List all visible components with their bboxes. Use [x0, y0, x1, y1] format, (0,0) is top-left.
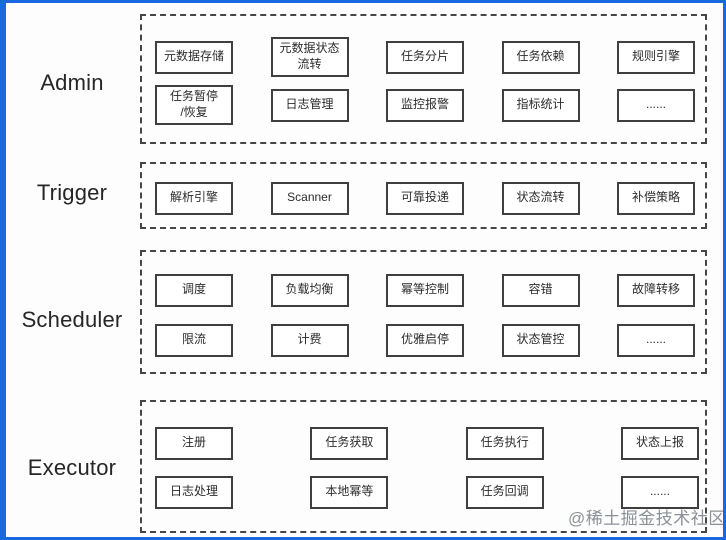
layer-label-trigger: Trigger [36, 180, 108, 205]
module-box: 调度 [155, 273, 233, 307]
module-box: 任务暂停 /恢复 [155, 85, 233, 125]
module-box: 任务执行 [465, 426, 544, 460]
module-box: 指标统计 [501, 88, 580, 122]
admin-row-1: 元数据存储 元数据状态 流转 任务分片 任务依赖 规则引擎 [155, 37, 695, 77]
module-box: 补偿策略 [617, 181, 695, 215]
module-box: 日志处理 [155, 475, 233, 509]
module-box: 负载均衡 [270, 273, 349, 307]
module-box: ...... [617, 323, 695, 357]
trigger-row-1: 解析引擎 Scanner 可靠投递 状态流转 补偿策略 [155, 179, 695, 217]
admin-row-2: 任务暂停 /恢复 日志管理 监控报警 指标统计...... [155, 85, 695, 125]
module-box: 计费 [270, 323, 349, 357]
module-box: 日志管理 [270, 88, 349, 122]
module-box: 解析引擎 [155, 181, 233, 215]
module-box: 限流 [155, 323, 233, 357]
layer-label-admin: Admin [40, 70, 104, 95]
module-box: 故障转移 [617, 273, 695, 307]
module-box: 元数据状态 流转 [270, 37, 349, 77]
module-box: 优雅启停 [386, 323, 464, 357]
module-box: 任务回调 [465, 475, 544, 509]
scheduler-row-2: 限流 计费 优雅启停 状态管控...... [155, 321, 695, 359]
module-box: 规则引擎 [617, 40, 695, 74]
module-box: Scanner [270, 181, 349, 215]
module-box: 注册 [155, 426, 233, 460]
section-admin: 元数据存储 元数据状态 流转 任务分片 任务依赖 规则引擎任务暂停 /恢复 日志管理 监控报… [140, 14, 707, 144]
module-box: 状态流转 [501, 181, 580, 215]
module-box: 状态上报 [620, 426, 699, 460]
layer-label-executor: Executor [27, 455, 117, 480]
module-box: 任务分片 [386, 40, 464, 74]
section-executor: 注册 任务获取 任务执行 状态上报日志处理 本地幂等 任务回调...... [140, 400, 707, 533]
module-box: ...... [617, 88, 695, 122]
section-trigger: 解析引擎 Scanner 可靠投递 状态流转 补偿策略 [140, 162, 707, 229]
module-box: 可靠投递 [386, 181, 464, 215]
module-box: 状态管控 [501, 323, 580, 357]
module-box: 元数据存储 [155, 40, 233, 74]
executor-row-2: 日志处理 本地幂等 任务回调...... [155, 473, 699, 511]
module-box: 容错 [501, 273, 580, 307]
module-box: 任务获取 [310, 426, 389, 460]
community-watermark: @稀土掘金技术社区 [568, 509, 726, 528]
module-box: 幂等控制 [386, 273, 464, 307]
executor-row-1: 注册 任务获取 任务执行 状态上报 [155, 424, 699, 462]
module-box: 本地幂等 [310, 475, 389, 509]
layer-label-scheduler: Scheduler [21, 307, 123, 332]
module-box: ...... [620, 475, 699, 509]
module-box: 任务依赖 [501, 40, 580, 74]
section-scheduler: 调度 负载均衡 幂等控制 容错 故障转移限流 计费 优雅启停 状态管控...... [140, 250, 707, 374]
module-box: 监控报警 [386, 88, 464, 122]
scheduler-row-1: 调度 负载均衡 幂等控制 容错 故障转移 [155, 271, 695, 309]
